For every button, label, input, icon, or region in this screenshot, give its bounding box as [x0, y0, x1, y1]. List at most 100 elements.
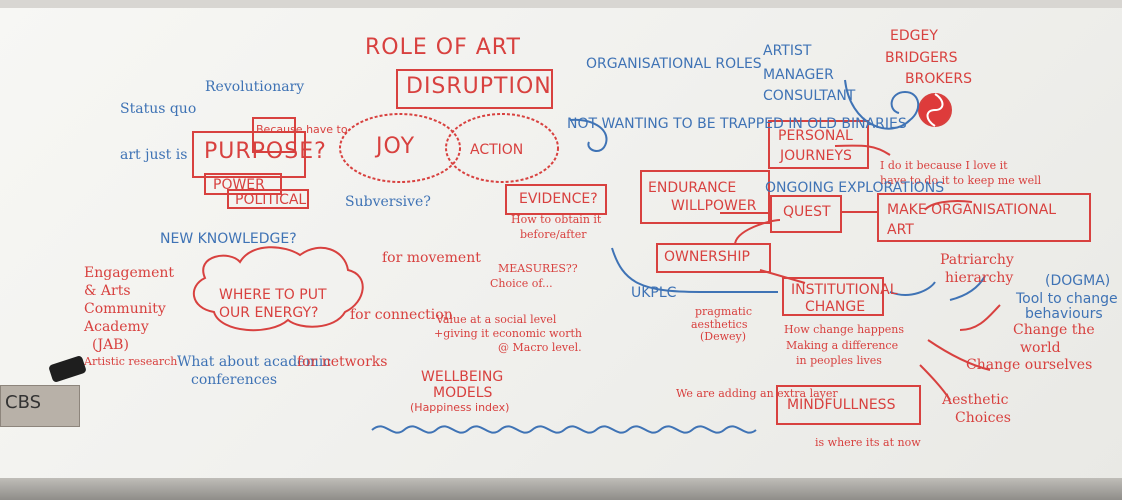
- love-line-1: I do it because I love it: [880, 159, 1008, 172]
- political-box: [227, 189, 309, 209]
- community-label: Community: [84, 301, 166, 317]
- where-to-put-label: WHERE TO PUT: [219, 287, 327, 303]
- organisational-roles-label: ORGANISATIONAL ROLES: [586, 56, 762, 72]
- ongoing-explorations-label: ONGOING EXPLORATIONS: [765, 180, 945, 196]
- where-its-at-label: is where its at now: [815, 436, 921, 449]
- purpose-box: [192, 131, 306, 178]
- whiteboard: [0, 8, 1122, 484]
- personal-label: PERSONAL: [778, 128, 853, 144]
- for-connection-label: for connection: [350, 307, 453, 323]
- dewey-label: (Dewey): [700, 330, 747, 343]
- conferences-label: conferences: [191, 372, 278, 388]
- personal-journeys-box: [768, 120, 869, 169]
- tool-to-change-label: Tool to change: [1016, 291, 1118, 307]
- value-line-3: @ Macro level.: [498, 341, 582, 354]
- love-line-2: have to do it to keep me well: [880, 174, 1042, 187]
- academy-label: Academy: [84, 319, 149, 335]
- new-knowledge-label: NEW KNOWLEDGE?: [160, 231, 297, 247]
- art-just-is-label: art just is: [120, 147, 188, 163]
- status-quo-label: Status quo: [120, 101, 197, 117]
- measures-label: MEASURES??: [498, 262, 578, 275]
- not-wanting-label: NOT WANTING TO BE TRAPPED IN OLD BINARIE…: [567, 116, 907, 132]
- political-label: POLITICAL: [235, 192, 307, 208]
- cbs-sticker: [0, 385, 80, 427]
- peoples-lives-label: in peoples lives: [796, 354, 882, 367]
- make-org-label: MAKE ORGANISATIONAL: [887, 202, 1057, 218]
- behaviours-label: behaviours: [1025, 306, 1103, 322]
- evidence-box: [505, 184, 607, 215]
- change-world-label: Change the: [1013, 322, 1095, 338]
- purpose-label: PURPOSE?: [204, 139, 327, 164]
- consultant-label: CONSULTANT: [763, 88, 856, 104]
- jab-label: (JAB): [92, 337, 129, 353]
- pragmatic-label: pragmatic: [695, 305, 752, 318]
- obtain-line-2: before/after: [520, 228, 587, 241]
- energy-cloud: [192, 246, 364, 332]
- wellbeing-label: WELLBEING: [421, 369, 504, 385]
- because-label: Because have to: [256, 123, 348, 136]
- manager-label: MANAGER: [763, 67, 834, 83]
- value-line-2: +giving it economic worth: [434, 327, 582, 340]
- obtain-line-1: How to obtain it: [511, 213, 602, 226]
- how-change-label: How change happens: [784, 323, 905, 336]
- subversive-label: Subversive?: [345, 194, 431, 210]
- action-label: ACTION: [470, 142, 524, 158]
- change-label: CHANGE: [805, 299, 866, 315]
- mindfulness-box: [776, 385, 921, 425]
- joy-scribble: [339, 113, 461, 183]
- choice-label: Choice of...: [490, 277, 553, 290]
- aesthetics-label: aesthetics: [691, 318, 748, 331]
- endurance-box: [640, 170, 770, 224]
- change-box: [782, 277, 884, 316]
- disruption-label: DISRUPTION: [406, 74, 552, 99]
- arts-label: & Arts: [84, 283, 131, 299]
- hierarchy-label: hierarchy: [945, 270, 1014, 286]
- willpower-label: WILLPOWER: [671, 198, 757, 214]
- value-line-1: Value at a social level: [436, 313, 557, 326]
- brokers-label: BROKERS: [905, 71, 972, 87]
- dogma-label: (DOGMA): [1045, 273, 1111, 289]
- power-label: POWER: [213, 177, 265, 193]
- disruption-box: [396, 69, 553, 109]
- happiness-index-label: (Happiness index): [410, 401, 510, 414]
- mindfulness-label: MINDFULLNESS: [787, 397, 896, 413]
- journeys-label: JOURNEYS: [780, 148, 852, 164]
- evidence-label: EVIDENCE?: [519, 191, 598, 207]
- aesthetic-label: Aesthetic: [942, 392, 1009, 408]
- change-ourselves-label: Change ourselves: [966, 357, 1093, 373]
- endurance-label: ENDURANCE: [648, 180, 737, 196]
- quest-box: [770, 195, 842, 233]
- ukplc-label: UKPLC: [631, 285, 677, 301]
- institutional-label: INSTITUTIONAL: [791, 282, 898, 298]
- patriarchy-label: Patriarchy: [940, 252, 1014, 268]
- revolutionary-label: Revolutionary: [205, 79, 305, 95]
- what-about-label: What about academic: [177, 354, 332, 370]
- cbs-label: CBS: [5, 392, 42, 413]
- bridgers-label: BRIDGERS: [885, 50, 958, 66]
- role-of-title: ROLE OF ART: [365, 35, 521, 60]
- choices-label: Choices: [955, 410, 1011, 426]
- make-org-art-box: [877, 193, 1091, 242]
- for-movement-label: for movement: [382, 250, 481, 266]
- whiteboard-tray: [0, 478, 1122, 500]
- engagement-label: Engagement: [84, 265, 174, 281]
- action-scribble: [445, 113, 559, 183]
- quest-label: QUEST: [783, 204, 831, 220]
- making-difference-label: Making a difference: [786, 339, 899, 352]
- artist-label: ARTIST: [763, 43, 812, 59]
- artistic-research-label: Artistic research: [84, 355, 178, 368]
- our-energy-label: OUR ENERGY?: [219, 305, 319, 321]
- art-label: ART: [887, 222, 914, 238]
- ownership-label: OWNERSHIP: [664, 249, 750, 265]
- edgey-label: EDGEY: [890, 28, 938, 44]
- power-box: [204, 173, 282, 195]
- bottom-loop-squiggle: [371, 425, 757, 434]
- for-networks-label: for networks: [297, 354, 388, 370]
- joy-label: JOY: [376, 134, 416, 159]
- because-box: [252, 117, 296, 153]
- adding-label: We are adding an extra layer: [676, 387, 838, 400]
- ownership-box: [656, 243, 771, 273]
- world-label: world: [1020, 340, 1061, 356]
